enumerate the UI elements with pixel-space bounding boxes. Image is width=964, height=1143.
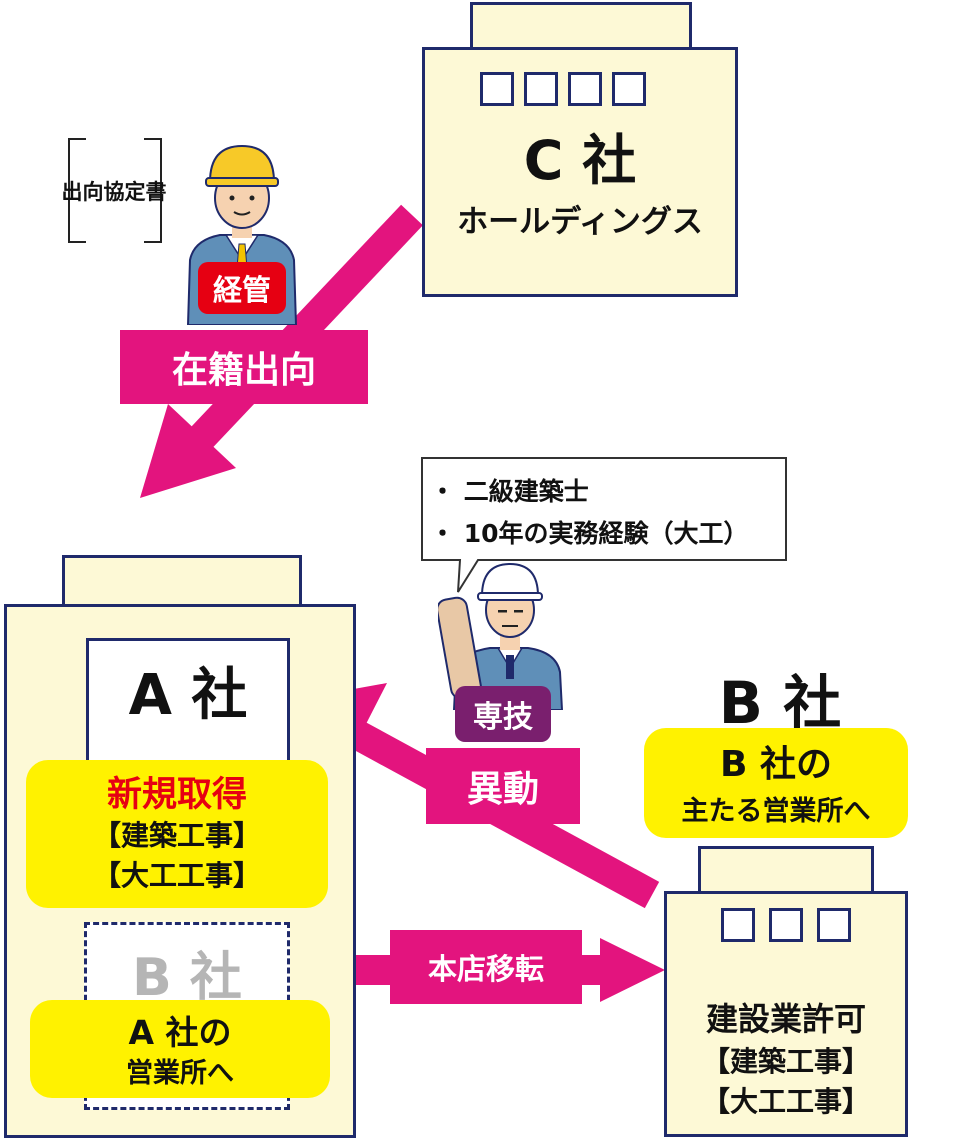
company-b-building: 建設業許可 【建築工事】 【大工工事】 <box>664 891 908 1137</box>
former-b-note-1: A 社の <box>128 1013 232 1052</box>
company-a-name-panel <box>86 638 290 762</box>
former-b-note-2: 営業所へ <box>126 1057 234 1089</box>
document-icon <box>68 138 162 243</box>
document-label: 出向協定書 <box>61 180 167 204</box>
new-acquisition-work-2: 【大工工事】 <box>92 859 261 892</box>
company-c-name: C 社 <box>523 128 637 192</box>
move-arrow-label: 異動 <box>426 748 580 824</box>
window-icon <box>612 72 646 106</box>
license-work-2: 【大工工事】 <box>701 1085 870 1118</box>
transfer-arrow-head <box>140 404 236 498</box>
company-b-name: B 社 <box>718 669 842 737</box>
new-acquisition-work-1: 【建築工事】 <box>92 819 261 852</box>
company-b-note-1: B 社の <box>720 744 832 785</box>
window-icon <box>721 908 755 942</box>
license-work-1: 【建築工事】 <box>701 1045 870 1078</box>
engineer-qualification-1: ・ 二級建築士 <box>430 477 589 506</box>
manager-badge: 経管 <box>198 262 286 314</box>
window-icon <box>480 72 514 106</box>
company-a-name: A 社 <box>128 662 248 728</box>
window-icon <box>568 72 602 106</box>
license-title: 建設業許可 <box>705 1000 866 1038</box>
company-b-note-box <box>644 728 908 838</box>
company-c-type: ホールディングス <box>457 203 703 240</box>
former-b-note-box <box>30 1000 330 1098</box>
engineer-badge: 専技 <box>455 686 551 742</box>
engineer-qualification-2: ・ 10年の実務経験（大工） <box>430 519 749 548</box>
window-icon <box>769 908 803 942</box>
new-acquisition-heading: 新規取得 <box>106 774 247 815</box>
relocation-arrow-label: 本店移転 <box>390 930 582 1004</box>
transfer-arrow-label: 在籍出向 <box>120 330 368 404</box>
speech-bubble <box>421 457 787 593</box>
company-c-building: C 社 ホールディングス <box>422 47 738 297</box>
company-c-roof <box>470 2 692 50</box>
former-b-name: B 社 <box>132 947 242 1008</box>
company-a-roof <box>62 555 302 607</box>
company-b-roof <box>698 846 874 894</box>
relocation-arrow-head <box>600 938 665 1002</box>
company-b-note-2: 主たる営業所へ <box>681 795 871 827</box>
window-icon <box>817 908 851 942</box>
window-icon <box>524 72 558 106</box>
new-acquisition-box <box>26 760 328 908</box>
